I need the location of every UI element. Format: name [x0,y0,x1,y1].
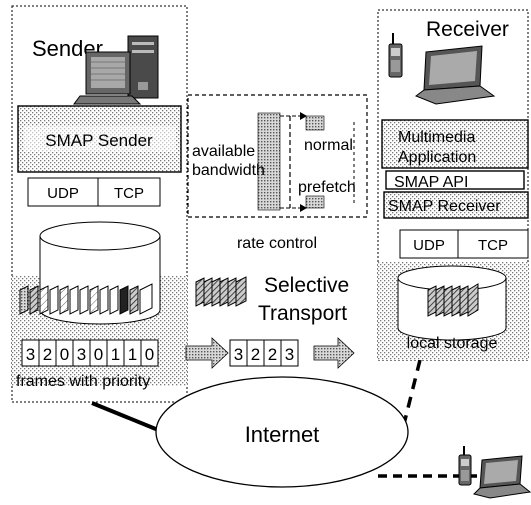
sender-udp-label: UDP [47,185,79,202]
receiver-panel: Receiver Multimedia Application SMAP API… [377,9,529,361]
prefetch-rate-bar [305,195,325,209]
sender-priority-digit: 1 [128,345,137,364]
available-bandwidth-bar [257,112,281,211]
receiver-phone-icon [388,33,403,78]
receiver-tcp-label: TCP [478,237,508,254]
transport-arrow-out [313,337,355,369]
transport-priority-digit: 3 [234,345,243,364]
sender-priority-digit: 3 [26,345,35,364]
internet-ellipse [155,376,409,488]
smap-receiver-block [383,191,529,219]
bandwidth-label: bandwidth [192,162,265,179]
normal-label: normal [304,137,353,154]
sender-internet-link [91,401,169,436]
frames-with-priority-label: frames with priority [16,373,150,390]
rate-control-panel: available bandwidth normal prefetch rate… [187,94,368,252]
transport-priority-digit: 3 [285,345,294,364]
transport-priority-digit: 2 [251,345,260,364]
local-storage-label: local storage [407,335,498,352]
application-label: Application [398,149,476,166]
receiver-laptop-icon [414,45,496,105]
smap-sender-label: SMAP Sender [45,131,153,150]
available-label: available [192,143,255,160]
multimedia-label: Multimedia [398,129,475,146]
sender-panel: Sender SMAP Sender UDP TCP [11,5,188,403]
receiver-title: Receiver [426,18,509,41]
sender-priority-sequence: 3 2 0 3 0 1 1 0 [21,339,159,367]
receiver-box [377,9,529,361]
sender-tcp-label: TCP [114,185,144,202]
sender-box [11,5,188,403]
prefetch-label: prefetch [298,179,356,196]
transport-arrow-in [185,337,229,369]
transport-label: Transport [258,302,347,325]
sender-priority-digit: 0 [145,345,154,364]
sender-priority-digit: 3 [77,345,86,364]
selective-label: Selective [264,274,349,297]
sender-computer-icon [73,35,159,105]
smap-receiver-label: SMAP Receiver [388,198,501,215]
mobile-laptop-icon [473,455,531,499]
internet-label: Internet [245,422,320,447]
transport-priority-digit: 2 [268,345,277,364]
rate-normal-arrowhead [300,112,307,120]
transport-video-frames [195,276,247,307]
mobile-phone-icon [458,446,472,486]
rate-control-caption: rate control [237,235,317,252]
internet-cloud: Internet [155,376,409,488]
sender-tcp-box [97,177,161,207]
rate-prefetch-arrowhead [300,204,307,212]
selective-transport-panel: Selective Transport 3 2 2 3 [185,274,355,369]
receiver-tcp-box [457,229,529,259]
mobile-client [458,446,531,499]
receiver-internet-link [398,359,422,441]
rate-control-box [187,94,368,218]
sender-priority-digit: 0 [60,345,69,364]
smap-api-label: SMAP API [394,174,468,191]
sender-priority-digit: 1 [111,345,120,364]
receiver-video-frames [427,283,479,317]
sender-video-frames [19,283,153,315]
multimedia-app-block [381,119,529,169]
smap-api-block [385,170,525,190]
transport-priority-sequence: 3 2 2 3 [229,339,299,367]
sender-priority-digit: 2 [43,345,52,364]
receiver-udp-label: UDP [413,237,445,254]
normal-rate-bar [305,115,325,131]
sender-priority-digit: 0 [94,345,103,364]
